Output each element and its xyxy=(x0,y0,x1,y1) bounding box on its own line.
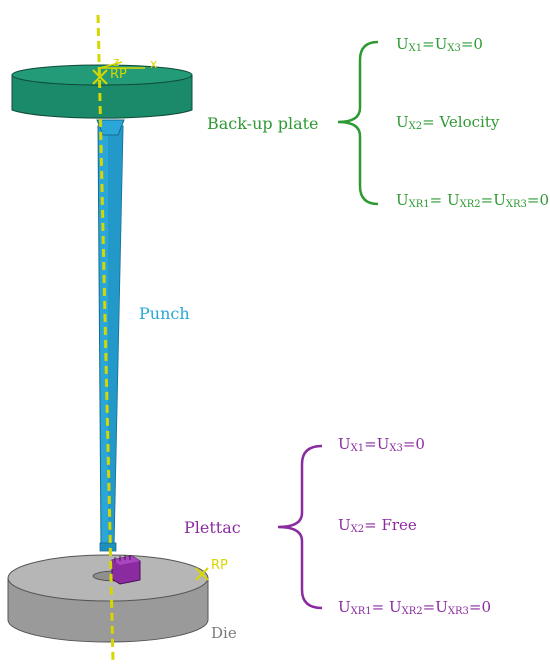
top-reference-point xyxy=(92,61,145,85)
top-condition-3: UXR1= UXR2=UXR3=0 xyxy=(396,191,550,210)
top-condition-1: UX1=UX3=0 xyxy=(396,35,483,54)
die-part xyxy=(7,554,209,643)
top-condition-2: UX2= Velocity xyxy=(396,113,500,132)
bottom-reference-point xyxy=(195,567,209,581)
plettac-label: Plettac xyxy=(184,518,241,537)
backup-plate-part xyxy=(11,64,193,119)
plettac-part xyxy=(111,555,141,585)
backup-plate-label: Back-up plate xyxy=(207,114,319,133)
bottom-condition-3: UXR1= UXR2=UXR3=0 xyxy=(338,598,492,617)
axis-z-label: z xyxy=(113,55,120,69)
bottom-condition-2: UX2= Free xyxy=(338,516,417,535)
rp-top-label: RP xyxy=(110,67,127,82)
punch-label: Punch xyxy=(139,304,190,323)
bottom-condition-1: UX1=UX3=0 xyxy=(338,435,425,454)
axis-x-label: x xyxy=(150,57,158,71)
plettac-brace xyxy=(277,444,323,610)
rp-bottom-label: RP xyxy=(211,558,228,573)
backup-plate-brace xyxy=(337,40,379,206)
axis-line xyxy=(96,14,115,663)
die-label: Die xyxy=(211,624,237,642)
